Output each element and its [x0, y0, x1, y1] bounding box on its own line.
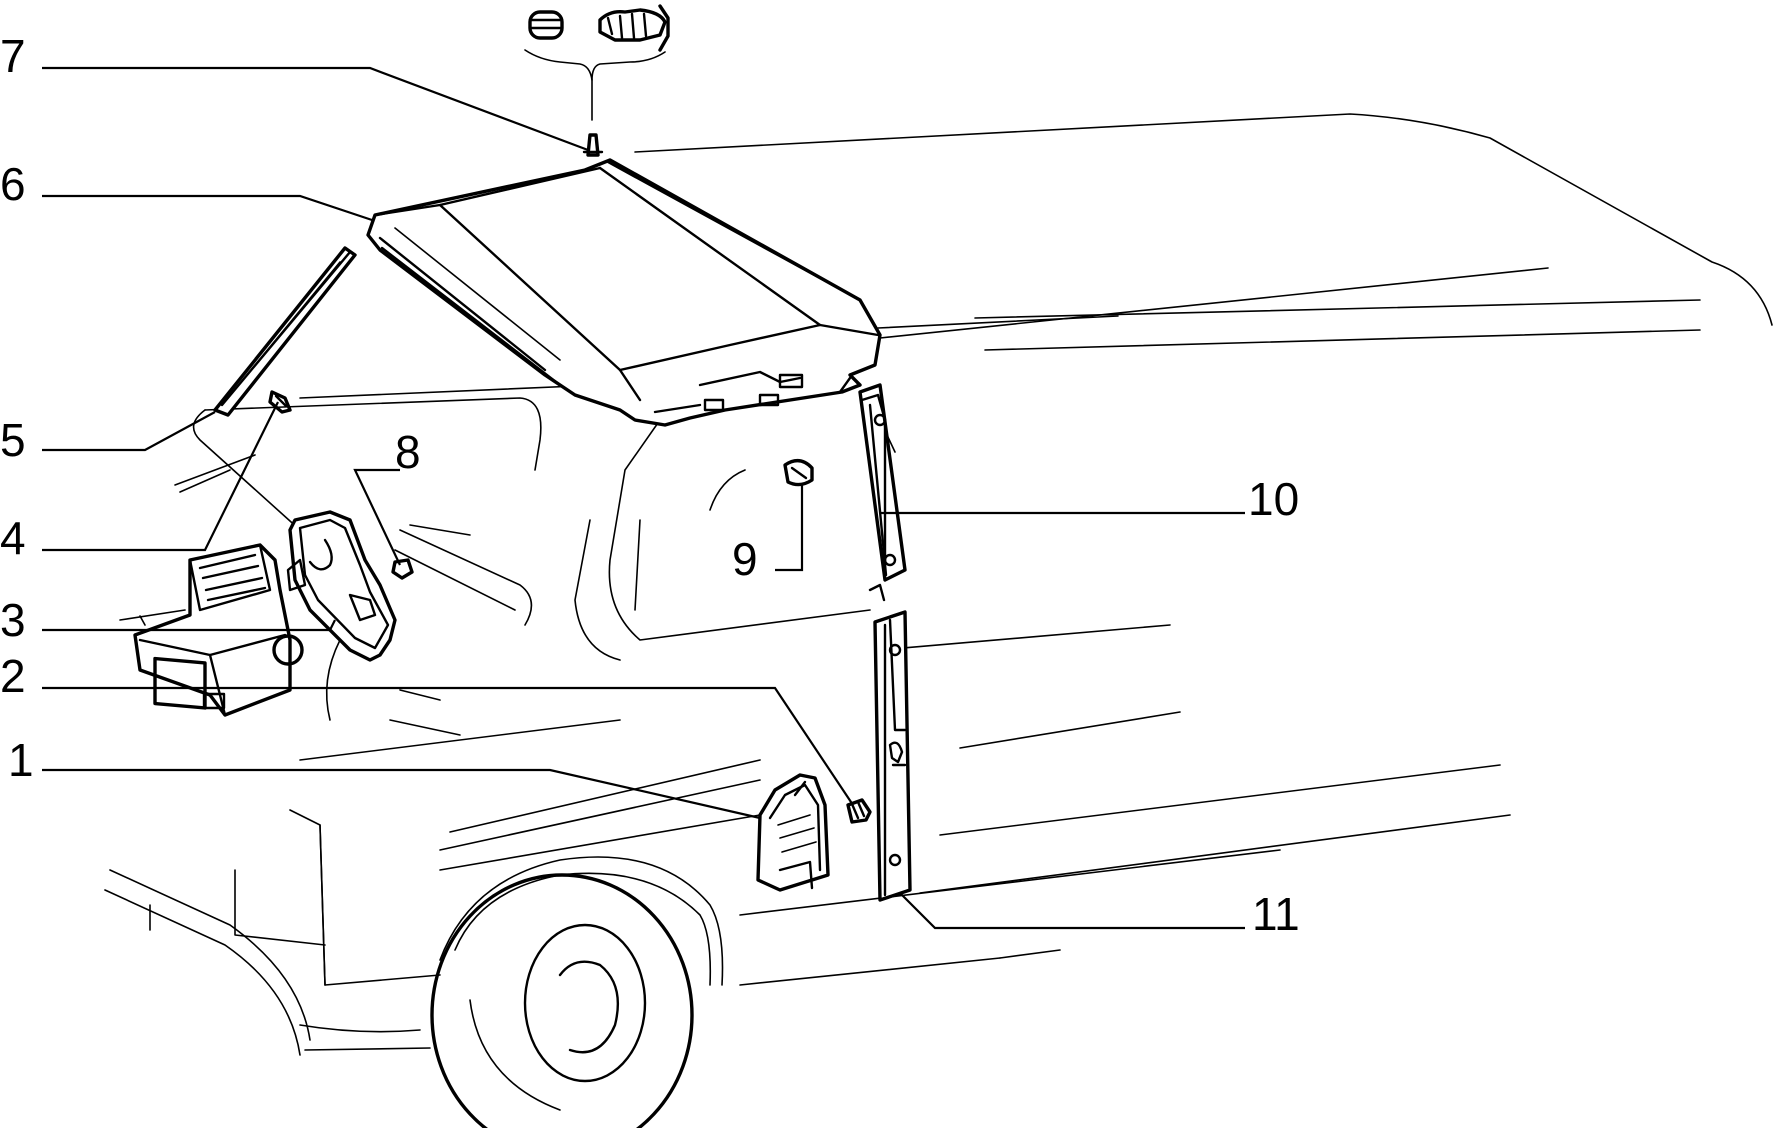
mounting-screw: [268, 390, 292, 414]
nut: [391, 558, 414, 580]
callout-7: 7: [0, 30, 26, 82]
shelf-clips: [524, 4, 670, 157]
callout-3: 3: [0, 594, 26, 646]
callout-2: 2: [0, 650, 26, 702]
vehicle-body-outline: [104, 113, 1773, 1056]
lamp-screw: [846, 798, 872, 824]
callout-11: 11: [1252, 888, 1300, 940]
leader-lines: [42, 66, 1245, 930]
callout-1: 1: [8, 734, 34, 786]
parcel-shelf: [366, 158, 882, 427]
callout-8: 8: [395, 426, 421, 478]
callout-10: 10: [1248, 473, 1299, 525]
mounting-bracket: [286, 510, 397, 662]
callout-4: 4: [0, 512, 26, 564]
rear-wheel: [430, 873, 694, 1128]
weather-strip: [213, 246, 357, 417]
upper-trim-strip: [858, 383, 907, 602]
lamp-housing: [756, 773, 830, 892]
callout-9: 9: [732, 533, 758, 585]
lower-trim-strip: [873, 610, 912, 902]
callout-6: 6: [0, 158, 26, 210]
callout-labels: 7 6 5 4 3 2 1 8 9 10 11: [0, 30, 1300, 940]
grommet: [783, 459, 814, 487]
callout-5: 5: [0, 414, 26, 466]
